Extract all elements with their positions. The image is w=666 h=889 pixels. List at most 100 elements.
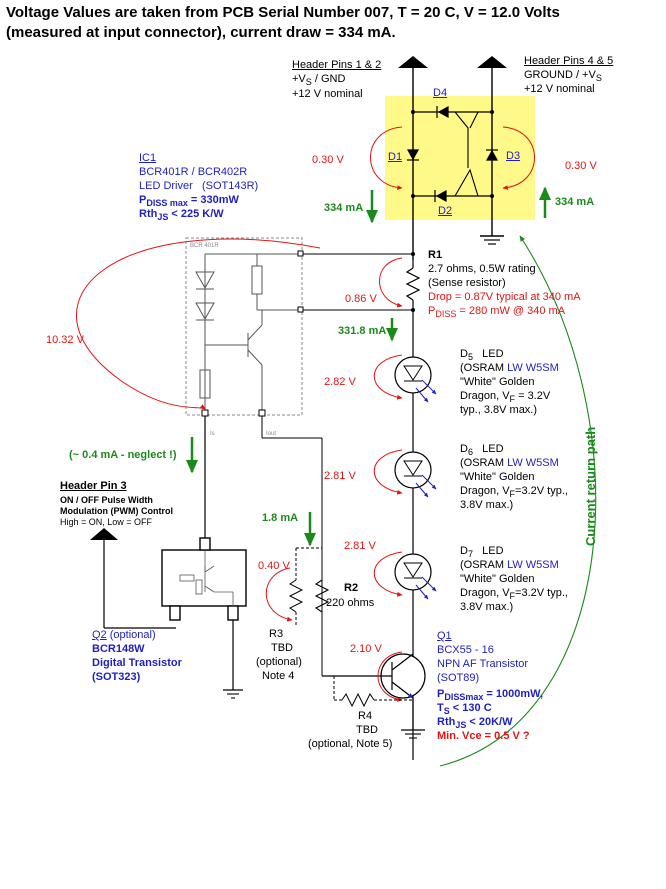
q2-part: BCR148W [92, 643, 145, 655]
led-d7-line4: 3.8V max.) [460, 601, 514, 613]
led-d6 [373, 449, 437, 498]
header-3-line1: ON / OFF Pulse Width [60, 495, 153, 505]
header-45-nominal: +12 V nominal [524, 83, 595, 95]
q1-desc: NPN AF Transistor [437, 658, 529, 670]
q2-internals [179, 550, 234, 606]
r4-value: TBD [356, 724, 378, 736]
led-d7-line2: "White" Golden [460, 573, 535, 585]
q1-rth: RthJS < 20K/W [437, 716, 513, 731]
diode-d2-label: D2 [438, 205, 453, 217]
ic1-name: IC1 [139, 152, 157, 164]
header-3-title: Header Pin 3 [60, 480, 127, 492]
q1-vce: Min. Vce = 0.5 V ? [437, 730, 530, 742]
bridge-cross-wires [454, 111, 479, 197]
header-45-pins: GROUND / +VS [524, 69, 602, 84]
r4-name: R4 [358, 710, 373, 722]
led-d5-voltage: 2.82 V [324, 376, 356, 388]
diode-d4-label: D4 [433, 87, 448, 99]
led-d7 [373, 551, 437, 600]
q1-name: Q1 [437, 630, 452, 642]
ic1-part: BCR401R / BCR402R [139, 166, 248, 178]
resistor-r4 [333, 676, 413, 708]
header-pins-1-2-terminal [398, 56, 428, 260]
title-line-2: (measured at input connector), current d… [6, 24, 396, 41]
q1-voltage: 2.10 V [350, 643, 382, 655]
header-45-title: Header Pins 4 & 5 [524, 55, 614, 67]
current-return-path-arc [439, 235, 597, 767]
r1-spec: 2.7 ohms, 0.5W rating [428, 263, 536, 275]
diode-d4 [413, 105, 492, 119]
led-d6-line3: Dragon, VF=3.2V typ., [460, 485, 568, 500]
led-d5-line4: typ., 3.8V max.) [460, 404, 538, 416]
r3-name: R3 [269, 628, 284, 640]
diode-d3-label: D3 [506, 150, 521, 162]
ic1-desc: LED Driver (SOT143R) [139, 180, 259, 192]
led-d5-line3: Dragon, VF = 3.2V [460, 390, 551, 405]
r3-optional: (optional) [256, 656, 302, 668]
header-3-line3: High = ON, Low = OFF [60, 517, 153, 527]
ic1-package [185, 237, 303, 416]
r1-pdiss: PDISS = 280 mW @ 340 mA [428, 305, 566, 320]
r2-name: R2 [344, 582, 359, 594]
led-d6-name: D6 LED [460, 443, 504, 458]
r1-role: (Sense resistor) [428, 277, 506, 289]
ic1-pin-is: Is [210, 431, 215, 437]
title-line-1: Voltage Values are taken from PCB Serial… [6, 4, 560, 21]
resistor-r3 [288, 547, 322, 625]
led-d6-brand: (OSRAM LW W5SM [460, 457, 559, 469]
led-d7-line3: Dragon, VF=3.2V typ., [460, 587, 568, 602]
led-d7-voltage: 2.81 V [344, 540, 376, 552]
q1-pdiss: PDISSmax = 1000mW, [437, 688, 543, 703]
r2-voltage: 0.40 V [258, 560, 290, 572]
r1-drop: Drop = 0.87V typical at 340 mA [428, 291, 581, 303]
transistor-q2 [161, 537, 247, 621]
led-d5-brand: (OSRAM LW W5SM [460, 362, 559, 374]
ic1-rth: RthJS < 225 K/W [139, 208, 224, 223]
led-d7-name: D7 LED [460, 545, 504, 560]
r3-note: Note 4 [262, 670, 295, 682]
r4-optional: (optional, Note 5) [308, 738, 393, 750]
led-d6-voltage: 2.81 V [324, 470, 356, 482]
q2-name: Q2 (optional) [92, 629, 156, 641]
led-d5-name: D5 LED [460, 348, 504, 363]
bridge-current-right: 334 mA [555, 196, 595, 208]
led-d7-brand: (OSRAM LW W5SM [460, 559, 559, 571]
ic1-pin-iout: Iout [266, 431, 277, 437]
header-12-pins: +VS / GND [292, 73, 346, 88]
header-12-title: Header Pins 1 & 2 [292, 59, 382, 71]
diode-d3 [485, 149, 499, 161]
ic1-current-neglect: (~ 0.4 mA - neglect !) [69, 449, 177, 461]
ic1-pdiss: PDISS max = 330mW [139, 194, 239, 209]
r1-name: R1 [428, 249, 443, 261]
q1-pkg: (SOT89) [437, 672, 480, 684]
q2-desc: Digital Transistor [92, 657, 182, 669]
bridge-voltage-left: 0.30 V [312, 154, 344, 166]
q1-part: BCX55 - 16 [437, 644, 494, 656]
bridge-highlight [385, 96, 535, 220]
bridge-current-left: 334 mA [324, 202, 364, 214]
r2-current: 1.8 mA [262, 512, 299, 524]
transistor-q1 [322, 653, 426, 699]
led-d6-line2: "White" Golden [460, 471, 535, 483]
resistor-r2 [314, 579, 330, 613]
r1-current: 331.8 mA [338, 325, 387, 337]
bridge-voltage-right: 0.30 V [565, 160, 597, 172]
header-pin-3-terminal [90, 528, 176, 629]
r1-voltage: 0.86 V [345, 293, 377, 305]
current-return-path-label: Current return path [583, 426, 598, 546]
header-12-nominal: +12 V nominal [292, 88, 363, 100]
ic1-chip-label: BCR 401R [190, 243, 219, 249]
q2-pkg: (SOT323) [92, 671, 141, 683]
q1-ts: TS < 130 C [437, 702, 492, 717]
r3-value: TBD [271, 642, 293, 654]
diode-d1-label: D1 [388, 151, 403, 163]
diode-d1 [406, 149, 420, 161]
ic1-internals [195, 253, 300, 410]
header-3-line2: Modulation (PWM) Control [60, 506, 173, 516]
led-d5-line2: "White" Golden [460, 376, 535, 388]
diode-d2 [413, 189, 492, 203]
led-d5 [373, 354, 437, 403]
led-d6-line4: 3.8V max.) [460, 499, 514, 511]
